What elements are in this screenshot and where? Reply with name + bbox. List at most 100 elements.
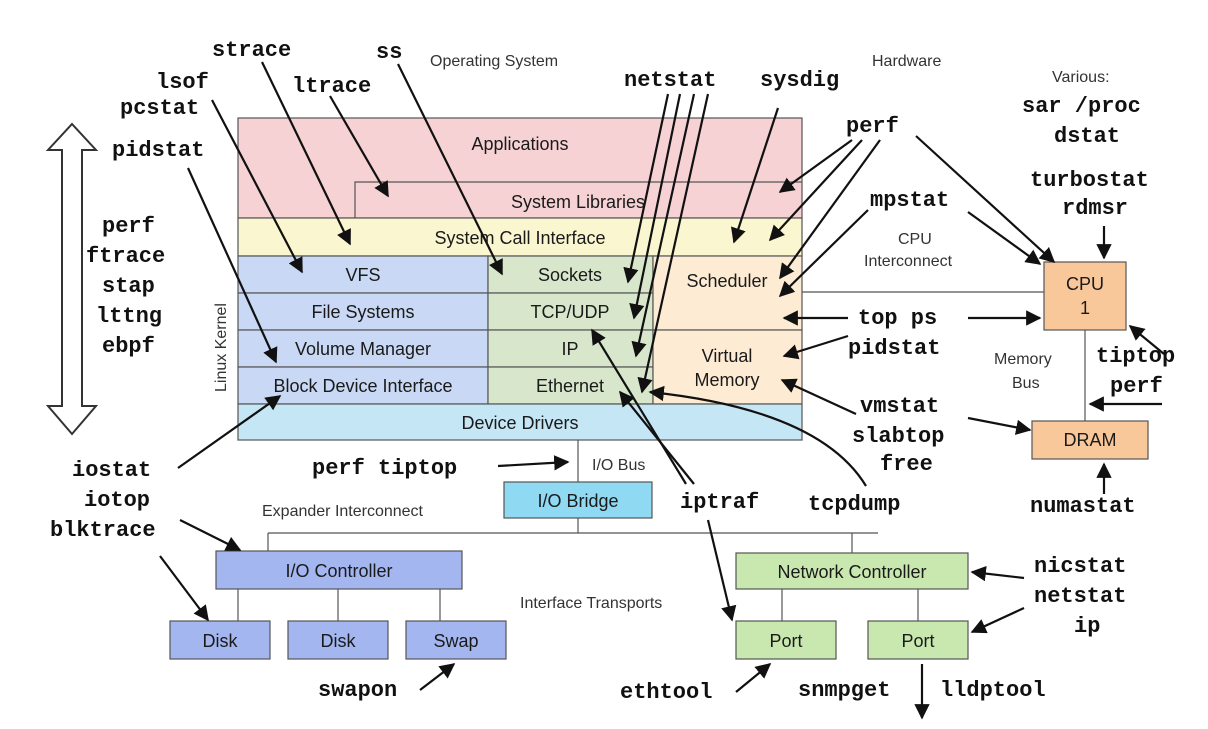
scheduler-box (652, 255, 803, 331)
tool-pcstat: pcstat (120, 96, 199, 121)
applications-label: Applications (471, 134, 568, 154)
dram-box (1031, 420, 1149, 460)
tool-netstat-top: netstat (624, 68, 716, 93)
swap-label: Swap (433, 631, 478, 651)
memory-bus-label-2: Bus (1012, 375, 1040, 392)
tool-sar-proc: sar /proc (1022, 94, 1141, 119)
tool-ss: ss (376, 40, 402, 65)
cpu-box (1043, 261, 1127, 331)
tool-iotop: iotop (84, 488, 150, 513)
scheduler-label: Scheduler (686, 271, 767, 291)
tool-mpstat: mpstat (870, 188, 949, 213)
hardware-label: Hardware (872, 53, 941, 70)
virtual-memory-label-1: Virtual (702, 346, 753, 366)
tool-perf-left: perf (102, 214, 155, 239)
io-controller-box (215, 550, 463, 590)
io-controller-label: I/O Controller (285, 561, 392, 581)
port-1-label: Port (769, 631, 802, 651)
tool-labels: strace ss lsof pcstat ltrace pidstat per… (50, 38, 1175, 705)
tool-pidstat-top: pidstat (112, 138, 204, 163)
tool-rdmsr: rdmsr (1062, 196, 1128, 221)
tool-stap: stap (102, 274, 155, 299)
disk-2-label: Disk (321, 631, 357, 651)
sockets-label: Sockets (538, 265, 602, 285)
port-1-box (735, 620, 837, 660)
cpu-interconnect-label-2: Interconnect (864, 253, 953, 270)
expander-interconnect-label: Expander Interconnect (262, 503, 424, 520)
disk-2-box (287, 620, 389, 660)
cpu-label-1: CPU (1066, 274, 1104, 294)
disk-1-box (169, 620, 271, 660)
io-bridge-label: I/O Bridge (537, 491, 618, 511)
tool-perf-right: perf (1110, 374, 1163, 399)
os-label: Operating System (430, 53, 558, 70)
memory-bus-label-1: Memory (994, 351, 1052, 368)
tool-ethtool: ethtool (620, 680, 712, 705)
disk-1-label: Disk (203, 631, 239, 651)
tool-swapon: swapon (318, 678, 397, 703)
system-libraries-label: System Libraries (511, 192, 645, 212)
region-labels: Operating System Hardware Various: Linux… (213, 53, 1110, 612)
tool-snmpget: snmpget (798, 678, 890, 703)
tcp-udp-label: TCP/UDP (530, 302, 609, 322)
file-systems-label: File Systems (311, 302, 414, 322)
applications-box (237, 117, 803, 219)
tool-dstat: dstat (1054, 124, 1120, 149)
port-2-box (867, 620, 969, 660)
tool-lttng: lttng (96, 304, 162, 329)
swap-box (405, 620, 507, 660)
tool-free: free (880, 452, 933, 477)
linux-kernel-label: Linux Kernel (213, 303, 230, 392)
vfs-label: VFS (345, 265, 380, 285)
cpu-label-2: 1 (1080, 298, 1090, 318)
io-bus-label: I/O Bus (592, 457, 645, 474)
virtual-memory-box (652, 329, 803, 405)
ip-box (487, 329, 654, 368)
tool-ip: ip (1074, 614, 1100, 639)
port-2-label: Port (901, 631, 934, 651)
tool-top-ps: top ps (858, 306, 937, 331)
tool-lsof: lsof (156, 70, 209, 95)
hardware (169, 261, 1149, 660)
ethernet-label: Ethernet (536, 376, 604, 396)
tool-tiptop: tiptop (1096, 344, 1175, 369)
tool-perf-tiptop: perf tiptop (312, 456, 457, 481)
tool-perf-top: perf (846, 114, 899, 139)
virtual-memory-label-2: Memory (694, 370, 759, 390)
os-stack (237, 117, 803, 441)
tool-vmstat: vmstat (860, 394, 939, 419)
network-controller-label: Network Controller (777, 562, 926, 582)
volume-manager-label: Volume Manager (295, 339, 431, 359)
tool-iostat: iostat (72, 458, 151, 483)
tool-arrows (159, 61, 1165, 720)
dram-label: DRAM (1064, 430, 1117, 450)
various-label: Various: (1052, 69, 1110, 86)
tool-strace: strace (212, 38, 291, 63)
device-drivers-label: Device Drivers (461, 413, 578, 433)
syscall-box (237, 217, 803, 257)
tool-numastat: numastat (1030, 494, 1136, 519)
tool-slabtop: slabtop (852, 424, 944, 449)
network-controller-box (735, 552, 969, 590)
tool-sysdig: sysdig (760, 68, 839, 93)
tool-netstat-right: netstat (1034, 584, 1126, 609)
tool-turbostat: turbostat (1030, 168, 1149, 193)
tool-iptraf: iptraf (680, 490, 759, 515)
bus-wires (237, 291, 1086, 621)
system-libraries-outline (354, 181, 802, 218)
tool-ftrace: ftrace (86, 244, 165, 269)
interface-transports-label: Interface Transports (520, 595, 662, 612)
tool-ebpf: ebpf (102, 334, 155, 359)
block-device-label: Block Device Interface (273, 376, 452, 396)
tool-ltrace: ltrace (292, 74, 371, 99)
tool-blktrace: blktrace (50, 518, 156, 543)
cpu-interconnect-label-1: CPU (898, 231, 932, 248)
component-labels: Applications System Libraries System Cal… (203, 134, 1117, 651)
tool-nicstat: nicstat (1034, 554, 1126, 579)
device-drivers-box (237, 403, 803, 441)
tool-pidstat-right: pidstat (848, 336, 940, 361)
syscall-label: System Call Interface (434, 228, 605, 248)
tool-lldptool: lldptool (940, 678, 1046, 703)
scope-double-arrow-icon (45, 122, 99, 436)
